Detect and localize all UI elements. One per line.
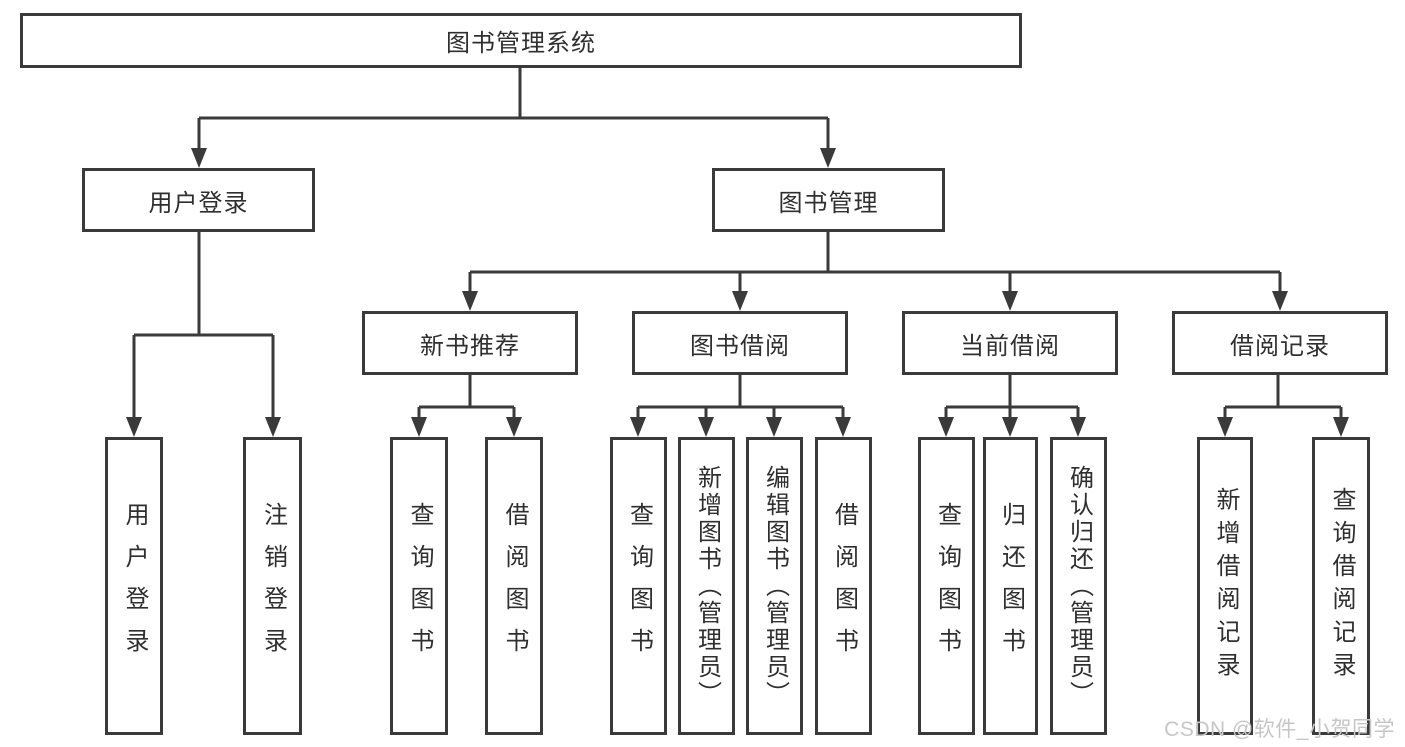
node-add-borrow-record-label: 新增借阅记录 xyxy=(1212,487,1239,685)
node-new-book-recommend-label: 新书推荐 xyxy=(420,332,520,360)
node-user-login-label: 用户登录 xyxy=(121,502,148,670)
node-logout: 注销登录 xyxy=(243,437,302,735)
node-user-login: 用户登录 xyxy=(105,437,163,735)
node-borrow-record: 借阅记录 xyxy=(1172,311,1388,375)
node-new-book-recommend: 新书推荐 xyxy=(362,311,578,375)
node-return-book: 归还图书 xyxy=(983,437,1038,735)
node-confirm-return-admin: 确认归还（管理员） xyxy=(1050,437,1107,735)
node-root-label: 图书管理系统 xyxy=(446,30,596,57)
node-recommend-query-book-label: 查询图书 xyxy=(406,502,433,670)
node-add-book-admin: 新增图书（管理员） xyxy=(678,437,735,735)
node-recommend-query-book: 查询图书 xyxy=(390,437,448,735)
node-logout-label: 注销登录 xyxy=(259,502,287,670)
node-return-book-label: 归还图书 xyxy=(997,502,1025,670)
node-recommend-borrow-book: 借阅图书 xyxy=(485,437,543,735)
node-book-borrow-label: 图书借阅 xyxy=(690,332,790,360)
csdn-watermark: CSDN @软件_小贺同学 xyxy=(1164,718,1395,741)
node-book-management-label: 图书管理 xyxy=(778,189,879,217)
node-book-borrow: 图书借阅 xyxy=(632,311,848,375)
node-edit-book-admin: 编辑图书（管理员） xyxy=(746,437,803,735)
node-confirm-return-admin-label: 确认归还（管理员） xyxy=(1065,464,1093,708)
node-book-management: 图书管理 xyxy=(712,168,945,232)
node-add-borrow-record: 新增借阅记录 xyxy=(1197,437,1253,735)
node-edit-book-admin-label: 编辑图书（管理员） xyxy=(761,464,789,708)
node-borrow-book-label: 借阅图书 xyxy=(830,502,858,670)
node-recommend-borrow-book-label: 借阅图书 xyxy=(501,502,528,670)
node-borrow-query-book-label: 查询图书 xyxy=(625,502,653,670)
node-query-borrow-record: 查询借阅记录 xyxy=(1312,437,1370,735)
node-add-book-admin-label: 新增图书（管理员） xyxy=(693,464,721,708)
node-query-borrow-record-label: 查询借阅记录 xyxy=(1328,487,1355,685)
node-current-borrow: 当前借阅 xyxy=(902,311,1118,375)
node-borrow-book: 借阅图书 xyxy=(815,437,872,735)
node-current-query-book: 查询图书 xyxy=(918,437,975,735)
node-current-query-book-label: 查询图书 xyxy=(933,502,961,670)
node-borrow-record-label: 借阅记录 xyxy=(1230,332,1330,360)
node-current-borrow-label: 当前借阅 xyxy=(960,332,1060,360)
node-user-login-group: 用户登录 xyxy=(82,168,315,232)
node-user-login-group-label: 用户登录 xyxy=(148,189,249,217)
node-root: 图书管理系统 xyxy=(20,13,1022,68)
node-borrow-query-book: 查询图书 xyxy=(610,437,667,735)
